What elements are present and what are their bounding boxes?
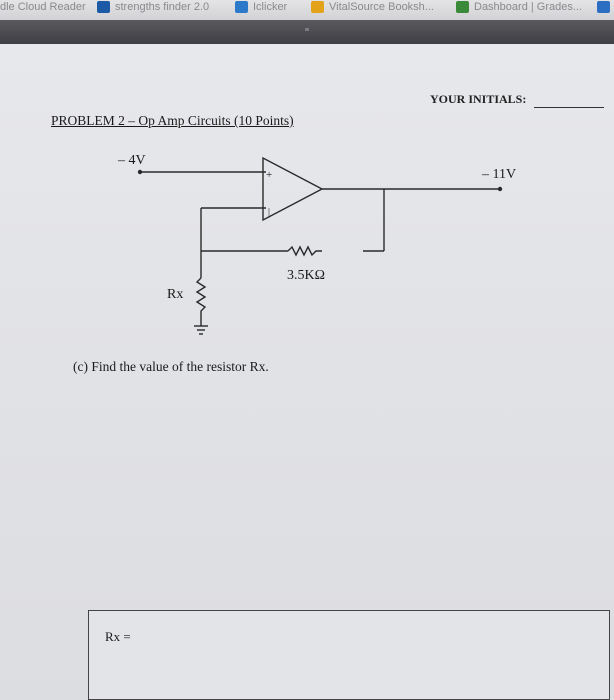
inverting-sign: | bbox=[268, 207, 270, 218]
bookmark-label: Iclicker bbox=[253, 1, 288, 13]
op-amp-symbol bbox=[262, 156, 324, 222]
question-text: (c) Find the value of the resistor Rx. bbox=[73, 359, 269, 374]
iclicker-icon bbox=[235, 1, 248, 13]
bookmark-kindle[interactable]: dle Cloud Reader bbox=[0, 0, 86, 14]
grades-icon bbox=[456, 1, 469, 13]
feedback-resistor-label: 3.5KΩ bbox=[287, 268, 325, 283]
problem-title: PROBLEM 2 – Op Amp Circuits (10 Points) bbox=[51, 113, 294, 128]
feedback-resistor bbox=[287, 245, 322, 257]
edge-icon bbox=[597, 1, 610, 13]
vitalsource-icon bbox=[311, 1, 324, 13]
input-terminal bbox=[137, 169, 143, 175]
rx-label: Rx bbox=[167, 287, 183, 302]
bookmark-iclicker[interactable]: Iclicker bbox=[235, 0, 287, 14]
bookmark-overflow[interactable] bbox=[597, 0, 614, 14]
strengths-icon bbox=[97, 1, 110, 13]
bookmarks-bar: dle Cloud Reader strengths finder 2.0 Ic… bbox=[0, 0, 614, 20]
answer-label: Rx = bbox=[105, 629, 131, 644]
output-terminal bbox=[497, 186, 503, 192]
toolbar-band bbox=[0, 20, 614, 44]
bookmark-label: VitalSource Booksh... bbox=[329, 1, 434, 13]
bookmark-grades[interactable]: Dashboard | Grades... bbox=[456, 0, 582, 14]
toolbar-mark bbox=[305, 28, 309, 31]
bookmark-label: dle Cloud Reader bbox=[0, 1, 86, 13]
bookmark-label: strengths finder 2.0 bbox=[115, 1, 210, 13]
answer-box[interactable]: Rx = bbox=[88, 610, 610, 700]
bookmark-label: Dashboard | Grades... bbox=[474, 1, 583, 13]
initials-label: YOUR INITIALS: bbox=[430, 92, 527, 106]
noninverting-sign: + bbox=[266, 169, 272, 181]
initials-field[interactable] bbox=[534, 107, 604, 108]
input-voltage-label: – 4V bbox=[117, 153, 146, 168]
rx-resistor bbox=[195, 277, 207, 326]
bookmark-strengths[interactable]: strengths finder 2.0 bbox=[97, 0, 209, 14]
output-voltage-label: – 11V bbox=[481, 167, 516, 182]
document-page bbox=[0, 44, 614, 700]
bookmark-vitalsource[interactable]: VitalSource Booksh... bbox=[311, 0, 434, 14]
